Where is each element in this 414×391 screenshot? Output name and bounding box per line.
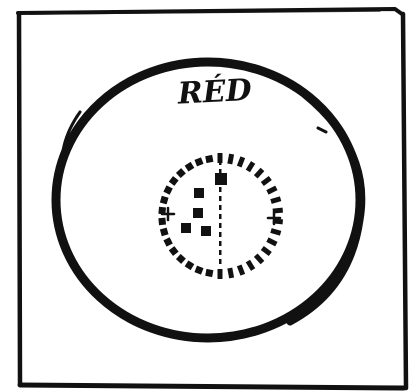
ring-square-dot: [169, 176, 179, 186]
center-square: [193, 208, 203, 218]
ring-square-dot: [205, 269, 213, 277]
ring-square-dot: [176, 168, 186, 178]
ring-tick-mark: [261, 176, 272, 186]
center-square: [215, 173, 227, 185]
ring-square-dot: [163, 185, 172, 194]
ring-square-dot: [194, 266, 203, 275]
divider-dot: [219, 205, 222, 210]
ring-tick-mark: [246, 260, 256, 271]
ring-tick-mark: [270, 228, 281, 236]
ring-tick-mark: [237, 156, 245, 167]
ring-tick-mark: [254, 168, 264, 179]
divider-dot: [219, 223, 222, 228]
center-square: [194, 188, 204, 198]
ring-square-dot: [160, 228, 169, 237]
divider-dot: [219, 187, 222, 192]
divider-dot: [219, 241, 222, 246]
ring-square-dot: [205, 155, 213, 163]
ring-tick-mark: [266, 237, 277, 246]
divider-dot: [219, 259, 222, 264]
ring-square-dot: [176, 254, 186, 264]
ring-tick-mark: [261, 246, 272, 256]
divider-dot: [219, 232, 222, 237]
ring-square-dot: [163, 237, 172, 246]
ring-square-dot: [194, 157, 203, 166]
ring-tick-mark: [266, 186, 277, 195]
ring-square-dot: [185, 162, 195, 172]
ring-tick-mark: [270, 196, 281, 204]
ring-tick-mark: [254, 254, 264, 265]
ring-square-dot: [160, 196, 169, 205]
ring-tick-mark: [218, 269, 223, 279]
ring-tick-mark: [227, 268, 234, 279]
divider-dot: [219, 250, 222, 255]
divider-dot: [219, 196, 222, 201]
ring-tick-mark: [246, 161, 256, 172]
divider-dot: [219, 160, 222, 165]
center-square: [201, 226, 211, 236]
figure-label: RÉD: [176, 72, 253, 112]
ring-square-dot: [169, 246, 179, 256]
center-square: [181, 223, 191, 233]
ring-square-dot: [185, 260, 195, 270]
ring-tick-mark: [227, 154, 234, 165]
ring-tick-mark: [237, 265, 245, 276]
ring-square-dot: [158, 218, 166, 226]
divider-dot: [219, 214, 222, 219]
